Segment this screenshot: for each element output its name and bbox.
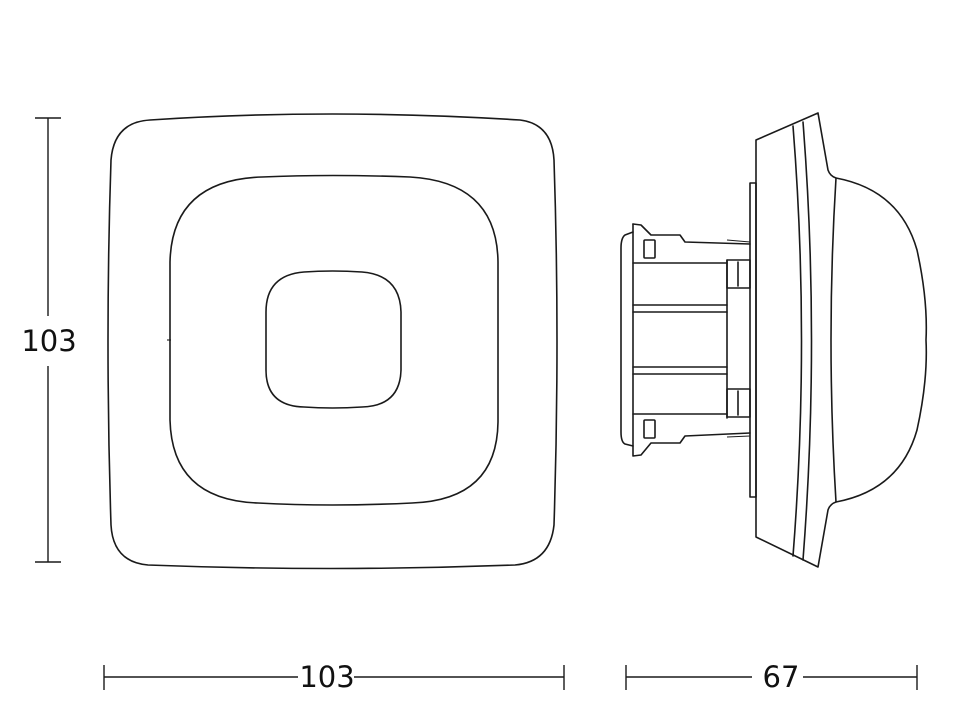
front-view [107,113,558,570]
width-dimension-label: 103 [299,660,354,694]
width-dimension: 103 [103,660,565,694]
side-view [620,112,928,568]
height-dimension: 103 [21,117,77,563]
height-dimension-label: 103 [21,324,76,358]
depth-dimension: 67 [625,660,918,694]
depth-dimension-label: 67 [763,660,800,694]
